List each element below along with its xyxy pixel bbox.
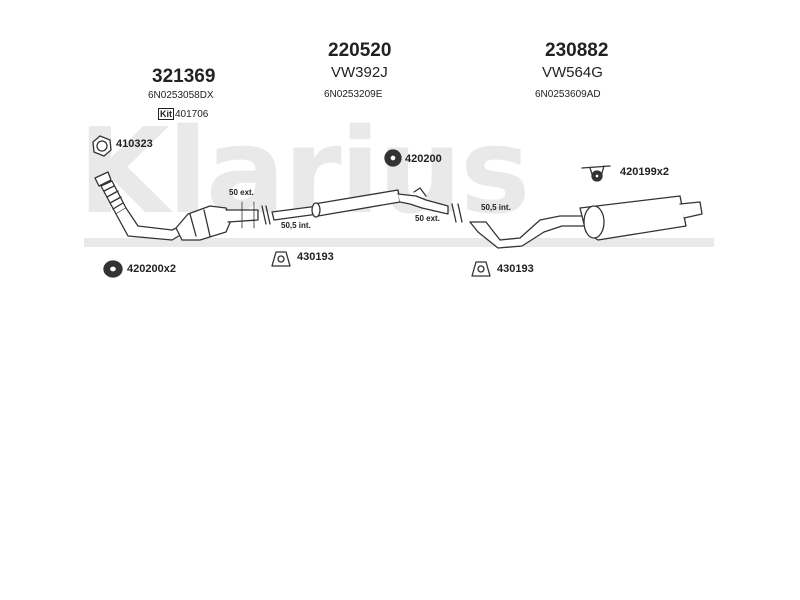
dim-right-int: 50,5 int.: [481, 203, 511, 212]
label-410323: 410323: [116, 138, 153, 150]
code-vw392j: VW392J: [331, 64, 388, 81]
label-420199x2: 420199x2: [620, 166, 669, 178]
label-420200: 420200: [405, 153, 442, 165]
part-number-321369: 321369: [152, 66, 216, 87]
bracket-430193-right-icon: [471, 261, 491, 277]
label-430193-left: 430193: [297, 251, 334, 263]
clamp-410323-icon: [92, 135, 112, 157]
dim-left-ext: 50 ext.: [229, 188, 254, 197]
part-number-220520: 220520: [328, 40, 392, 61]
label-420200x2: 420200x2: [127, 263, 176, 275]
middle-silencer: [271, 187, 463, 223]
ring-420200x2-icon: [103, 260, 123, 278]
label-430193-right: 430193: [497, 263, 534, 275]
oem-number-220520: 6N0253209E: [324, 89, 383, 100]
front-pipe-catalyst: [94, 171, 271, 241]
kit-badge: Kit: [158, 108, 174, 120]
mount-420199-icon: [581, 165, 611, 182]
watermark-underline: [84, 238, 714, 247]
rear-silencer: [469, 195, 703, 249]
oem-number-321369: 6N0253058DX: [148, 90, 214, 101]
oem-number-230882: 6N0253609AD: [535, 89, 601, 100]
code-vw564g: VW564G: [542, 64, 603, 81]
part-number-230882: 230882: [545, 40, 609, 61]
dim-right-ext: 50 ext.: [415, 214, 440, 223]
dim-left-int: 50,5 int.: [281, 221, 311, 230]
kit-number-value: 401706: [175, 109, 209, 120]
ring-420200-icon: [384, 149, 402, 167]
bracket-430193-left-icon: [271, 251, 291, 267]
